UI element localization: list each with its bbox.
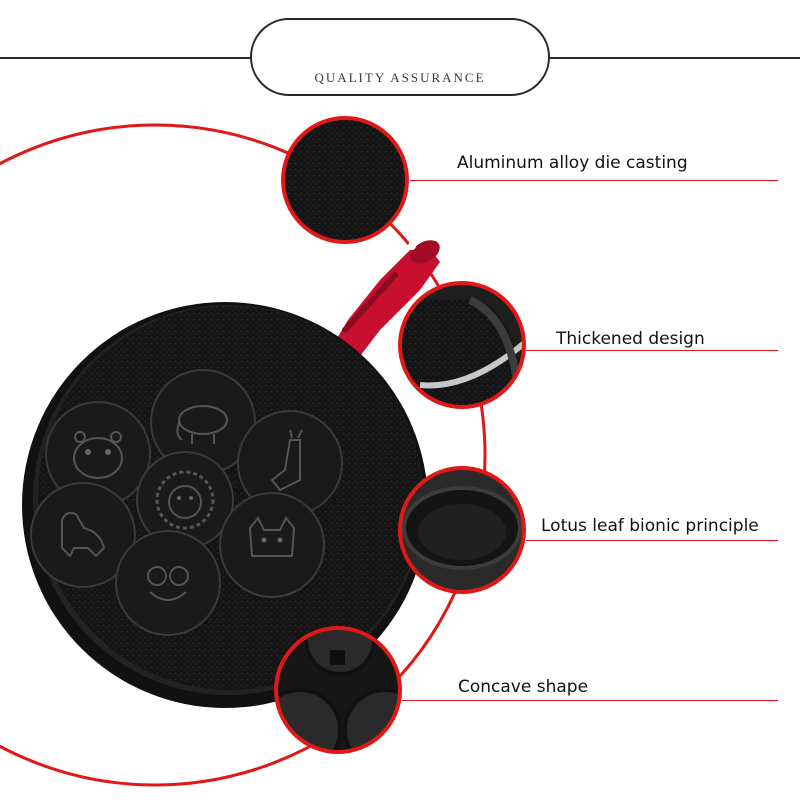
header-title: QUALITY ASSURANCE (314, 70, 486, 85)
cat-icon (219, 492, 325, 598)
detail-circle-oval-mold (398, 466, 526, 594)
header-badge (250, 18, 550, 96)
detail-circle-textured-surface (281, 116, 409, 244)
feature-line-3 (526, 540, 778, 541)
dinosaur-icon (30, 482, 136, 588)
feature-line-1 (410, 180, 778, 181)
owl-icon (115, 530, 221, 636)
detail-circle-pan-edge (398, 281, 526, 409)
red-arc (0, 123, 487, 787)
feature-label-lotus: Lotus leaf bionic principle (541, 516, 759, 536)
feature-line-2 (526, 350, 778, 351)
pancake-pan (22, 302, 428, 708)
hippo-icon (45, 401, 151, 507)
feature-label-thickened: Thickened design (556, 329, 705, 349)
feature-label-aluminum: Aluminum alloy die casting (457, 153, 688, 173)
llama-icon (237, 410, 343, 516)
lion-icon (136, 451, 234, 549)
feature-label-concave: Concave shape (458, 677, 589, 697)
feature-line-4 (402, 700, 778, 701)
